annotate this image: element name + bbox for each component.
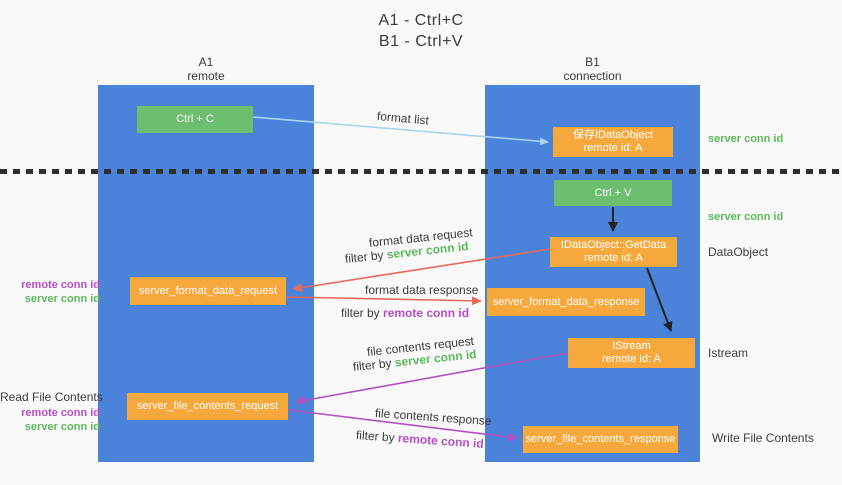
remote-conn-id-text: remote conn id xyxy=(383,306,470,320)
istream-line1: IStream xyxy=(612,340,651,352)
diagram-title: A1 - Ctrl+C B1 - Ctrl+V xyxy=(0,10,842,52)
remote-conn-id-annotation-1: remote conn id xyxy=(21,279,100,291)
server-file-contents-response-box: server_file_contents_response xyxy=(523,426,678,453)
title-line-2: B1 - Ctrl+V xyxy=(378,33,464,50)
ctrl-v-label: Ctrl + V xyxy=(594,186,632,199)
istream-line2: remote id: A xyxy=(602,353,661,365)
format-list-label: format list xyxy=(376,109,430,128)
server-file-contents-response-label: server_file_contents_response xyxy=(525,433,676,445)
ctrl-v-action-box: Ctrl + V xyxy=(554,180,672,206)
lifeline-a1-header: A1 remote xyxy=(98,55,314,83)
server-format-data-response-label: server_format_data_response xyxy=(492,295,640,308)
save-idataobject-box: 保存IDataObject remote id: A xyxy=(553,127,673,157)
istream-annotation: Istream xyxy=(708,346,749,360)
filter-by-text: filter by xyxy=(341,306,380,320)
server-conn-id-annotation-1: server conn id xyxy=(708,133,784,145)
idataobject-getdata-line2: remote id: A xyxy=(584,252,643,264)
idataobject-getdata-box: IDataObject::GetData remote id: A xyxy=(550,237,677,267)
lifeline-b1-name: B1 xyxy=(585,55,600,69)
save-idataobject-line2: remote id: A xyxy=(583,142,643,154)
ctrl-c-action-box: Ctrl + C xyxy=(137,106,253,133)
ctrl-c-label: Ctrl + C xyxy=(176,113,214,125)
save-idataobject-line1: 保存IDataObject xyxy=(572,129,654,141)
server-file-contents-request-box: server_file_contents_request xyxy=(127,393,288,420)
filter-by-remote-conn-id-label-2: filter by remote conn id xyxy=(356,428,485,451)
filter-by-text: filter by xyxy=(344,247,385,266)
lifeline-a1-name: A1 xyxy=(198,55,214,69)
server-conn-id-annotation-3: server conn id xyxy=(24,293,100,305)
server-file-contents-request-label: server_file_contents_request xyxy=(136,400,279,412)
write-file-contents-annotation: Write File Contents xyxy=(712,431,814,445)
idataobject-getdata-line1: IDataObject::GetData xyxy=(560,239,667,251)
istream-box: IStream remote id: A xyxy=(568,338,695,368)
lifeline-b1-header: B1 connection xyxy=(485,55,700,83)
filter-by-text: filter by xyxy=(352,355,393,374)
remote-conn-id-annotation-2: remote conn id xyxy=(21,407,100,419)
lifeline-b1-role: connection xyxy=(563,69,622,83)
filter-by-remote-conn-id-label-1: filter by remote conn id xyxy=(341,306,469,320)
section-divider-dashed-line xyxy=(0,169,842,174)
read-file-contents-annotation: Read File Contents xyxy=(0,390,103,404)
server-format-data-request-box: server_format_data_request xyxy=(130,277,286,305)
format-data-response-label: format data response xyxy=(365,283,479,297)
server-conn-id-annotation-2: server conn id xyxy=(708,211,784,223)
title-line-1: A1 - Ctrl+C xyxy=(378,12,464,29)
filter-by-text: filter by xyxy=(355,428,396,445)
server-format-data-response-box: server_format_data_response xyxy=(487,288,645,316)
remote-conn-id-text: remote conn id xyxy=(397,430,485,451)
file-contents-response-label: file contents response xyxy=(374,406,492,429)
lifeline-a1-role: remote xyxy=(187,69,225,83)
server-conn-id-annotation-4: server conn id xyxy=(24,421,100,433)
server-format-data-request-label: server_format_data_request xyxy=(138,284,278,297)
dataobject-annotation: DataObject xyxy=(708,245,769,259)
arrow-format-data-response xyxy=(286,296,482,306)
